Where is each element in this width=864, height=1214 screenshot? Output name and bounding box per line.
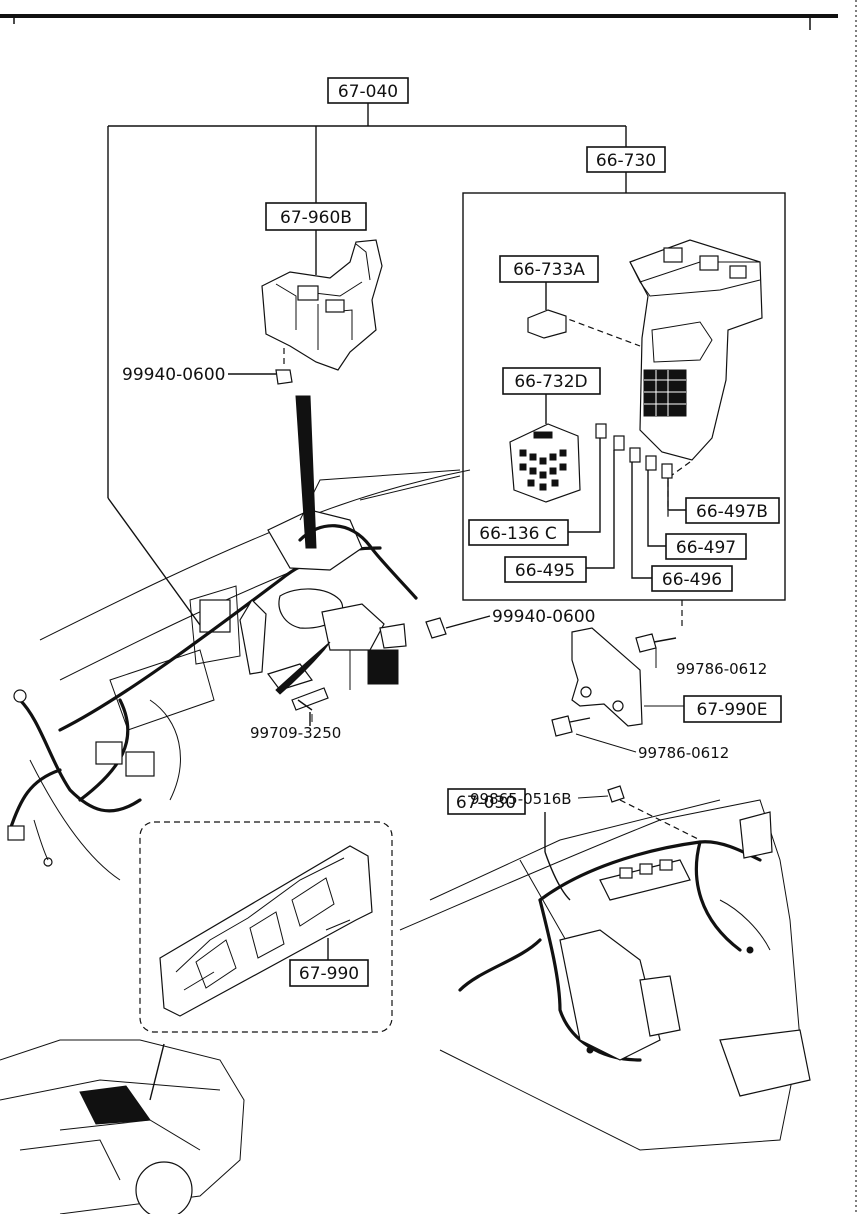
label-66-732d-text: 66-732D	[514, 372, 587, 392]
insulator-inset	[139, 821, 393, 1033]
label-66-497b-text: 66-497B	[696, 502, 768, 522]
fuse-box-part	[559, 239, 763, 520]
label-66-136c: 66-136 C	[468, 519, 569, 546]
relay-part	[509, 394, 581, 503]
label-67-990e: 67-990E	[683, 695, 782, 723]
label-99865-0516b: 99865-0516B	[470, 790, 572, 808]
label-67-030-text: 67-030	[456, 793, 516, 813]
label-66-495: 66-495	[504, 556, 587, 583]
label-67-990: 67-990	[289, 959, 369, 987]
label-66-733a: 66-733A	[499, 255, 599, 283]
label-66-496-text: 66-496	[662, 570, 722, 590]
label-99940-0600-upper: 99940-0600	[122, 365, 225, 385]
dashboard-harness-right	[399, 785, 811, 1151]
relay-block-group-frame	[462, 192, 786, 601]
fuse-parts	[568, 423, 686, 579]
assembly-leader-lines	[107, 103, 627, 626]
label-67-960b: 67-960B	[265, 202, 367, 231]
label-67-960b-text: 67-960B	[280, 208, 352, 228]
connector-part	[527, 282, 567, 339]
label-66-495-text: 66-495	[515, 561, 575, 581]
callout-leaders	[297, 699, 571, 960]
car-outline	[0, 1039, 245, 1214]
label-67-040: 67-040	[327, 77, 409, 104]
label-66-732d: 66-732D	[502, 367, 601, 395]
label-66-730-text: 66-730	[596, 151, 656, 171]
label-66-730: 66-730	[586, 146, 666, 173]
label-67-040-text: 67-040	[338, 82, 398, 102]
label-99786-0612-lower: 99786-0612	[638, 744, 729, 762]
label-66-733a-text: 66-733A	[513, 260, 585, 280]
mounting-bracket-part	[551, 600, 684, 753]
label-99940-0600-lower: 99940-0600	[492, 607, 595, 627]
label-99786-0612-upper: 99786-0612	[676, 660, 767, 678]
label-67-030: 67-030	[447, 788, 526, 815]
dashboard-harness-left	[7, 395, 491, 881]
label-66-497b: 66-497B	[685, 497, 780, 524]
label-67-990e-text: 67-990E	[697, 700, 768, 720]
label-66-497-text: 66-497	[676, 538, 736, 558]
label-67-990-text: 67-990	[299, 964, 359, 984]
relay-bracket-part	[228, 239, 383, 385]
label-66-136c-text: 66-136 C	[479, 524, 557, 544]
label-99709-3250: 99709-3250	[250, 724, 341, 742]
label-66-496: 66-496	[651, 565, 733, 592]
label-66-497: 66-497	[665, 533, 747, 560]
